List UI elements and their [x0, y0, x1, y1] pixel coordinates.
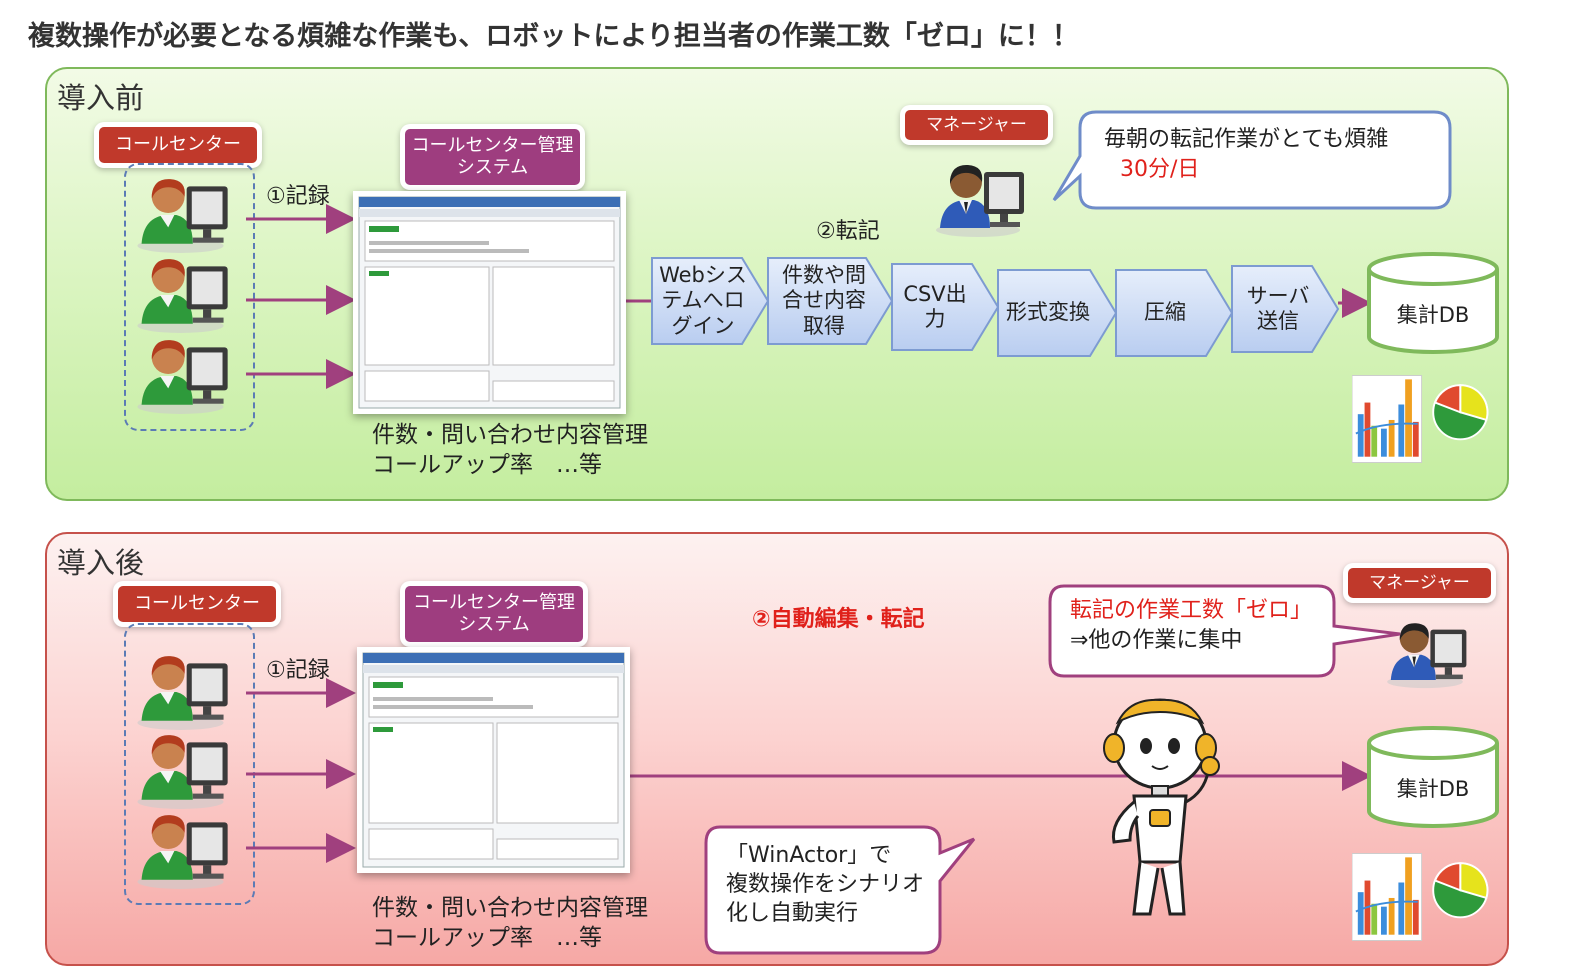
- headline: 複数操作が必要となる煩雑な作業も、ロボットにより担当者の作業工数「ゼロ」に！！: [28, 21, 1079, 52]
- process-step: [997, 269, 1118, 357]
- caption-line: コールアップ率 …等: [372, 924, 602, 951]
- callout-line: 毎朝の転記作業がとても煩雑: [1104, 127, 1389, 152]
- callout-after: 転記の作業工数「ゼロ」 ⇒他の作業に集中: [1070, 596, 1312, 655]
- caption-line: コールアップ率 …等: [372, 451, 602, 478]
- step-label: 件数や問合せ内容取得: [782, 263, 866, 338]
- db-label-after: 集計DB: [1396, 777, 1470, 801]
- record-label-before: ①記録: [266, 184, 330, 209]
- record-label-after: ①記録: [266, 658, 330, 683]
- callout-line: 「WinActor」で: [726, 843, 892, 868]
- step-label: CSV出力: [903, 281, 967, 331]
- database-icon: [1367, 252, 1499, 354]
- call-center-group-after: [124, 623, 255, 905]
- system-tag-after: コールセンター管理システム: [405, 586, 583, 642]
- speech-bubble-winactor: [704, 825, 976, 955]
- process-step: [767, 257, 894, 345]
- step-label: Webシステムへログイン: [659, 263, 747, 338]
- chart-thumbnail-icon: [1352, 852, 1497, 942]
- caption-after: 件数・問い合わせ内容管理 コールアップ率 …等: [372, 894, 648, 954]
- transfer-label: ②転記: [816, 219, 880, 244]
- caption-line: 件数・問い合わせ内容管理: [372, 895, 648, 921]
- after-title: 導入後: [57, 546, 145, 580]
- db-label-before: 集計DB: [1396, 303, 1470, 327]
- callout-before: 毎朝の転記作業がとても煩雑 30分/日: [1104, 125, 1388, 184]
- manager-tag-after: マネージャー: [1348, 568, 1491, 598]
- auto-transfer-label: ②自動編集・転記: [752, 607, 925, 632]
- speech-bubble-before: [1052, 110, 1452, 210]
- call-center-group-before: [124, 163, 255, 431]
- process-step: [891, 263, 1000, 351]
- database-icon: [1367, 726, 1499, 828]
- callout-line: 複数操作をシナリオ: [726, 872, 925, 898]
- step-label: 圧縮: [1144, 300, 1186, 325]
- speech-bubble-after: [1048, 584, 1401, 678]
- call-center-tag-after: コールセンター: [118, 586, 276, 622]
- caption-line: 件数・問い合わせ内容管理: [372, 422, 648, 448]
- caption-before: 件数・問い合わせ内容管理 コールアップ率 …等: [372, 421, 648, 481]
- callout-line: 化し自動実行: [726, 901, 859, 927]
- process-step: [1115, 269, 1234, 357]
- before-title: 導入前: [57, 81, 145, 115]
- callout-winactor: 「WinActor」で 複数操作をシナリオ 化し自動実行: [726, 841, 924, 928]
- process-step: [1231, 265, 1340, 353]
- callout-line: ⇒他の作業に集中: [1070, 627, 1243, 653]
- system-screenshot-before: [353, 191, 626, 414]
- manager-tag-before: マネージャー: [905, 110, 1048, 140]
- process-step: [651, 257, 770, 345]
- callout-time: 30分/日: [1120, 156, 1200, 182]
- call-center-tag-before: コールセンター: [99, 127, 257, 163]
- step-label: 形式変換: [1006, 300, 1090, 325]
- robot-icon: [1103, 698, 1220, 916]
- step-label: サーバ送信: [1246, 283, 1310, 333]
- callout-zero: 転記の作業工数「ゼロ」: [1070, 598, 1313, 623]
- system-screenshot-after: [357, 647, 630, 873]
- system-tag-before: コールセンター管理システム: [405, 129, 580, 185]
